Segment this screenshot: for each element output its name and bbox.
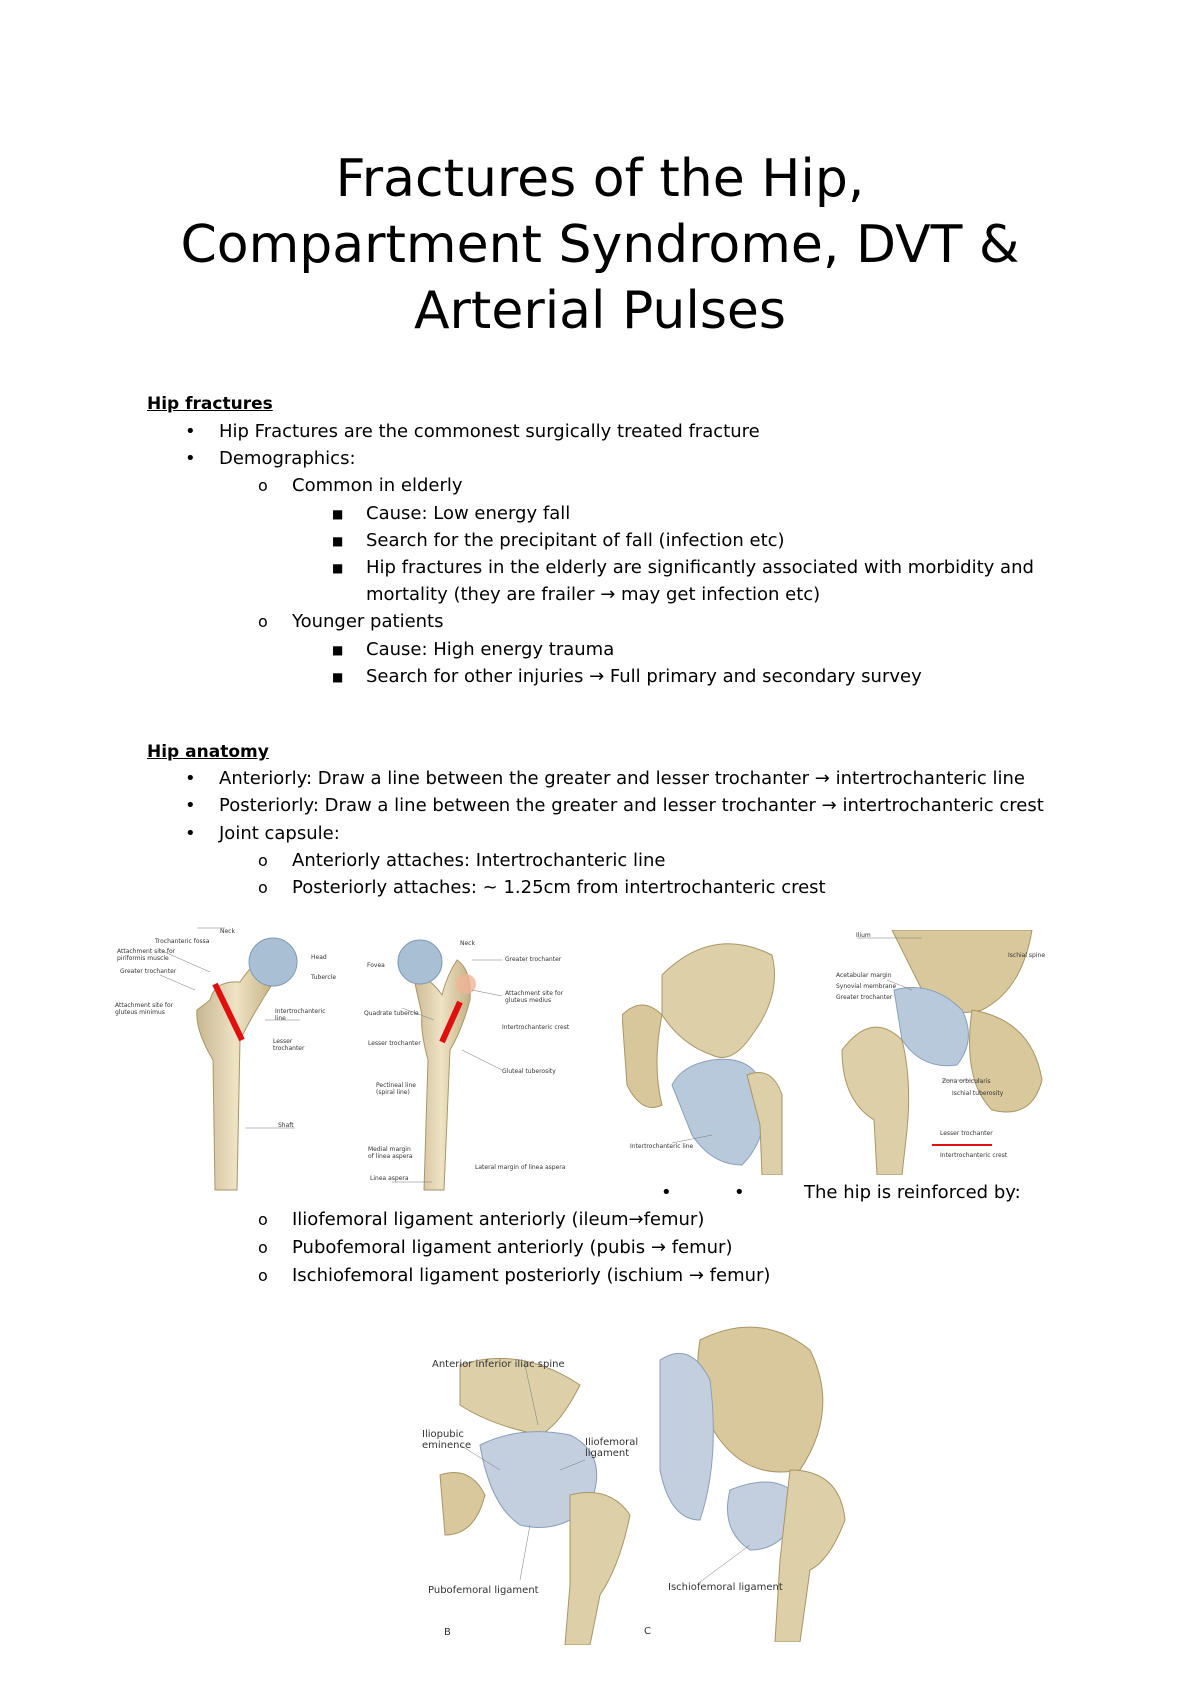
- section-heading-hip-fractures: Hip fractures: [147, 394, 273, 414]
- label-fovea: Fovea: [367, 962, 385, 969]
- femur-posterior-illustration: [392, 939, 503, 1191]
- list-item: Demographics:: [219, 448, 356, 469]
- list-item: Common in elderly: [292, 475, 463, 496]
- list-item: Cause: High energy trauma: [366, 639, 615, 660]
- list-item: Search for the precipitant of fall (infe…: [366, 530, 785, 551]
- bullet: ■: [332, 507, 344, 521]
- label-lateral-margin: Lateral margin of linea aspera: [475, 1164, 566, 1171]
- label-pubofemoral-ligament: Pubofemoral ligament: [428, 1585, 539, 1596]
- label-intertrochanteric-crest: Intertrochanteric crest: [940, 1152, 1008, 1159]
- label-pectineal-line: Pectineal line (spiral line): [376, 1082, 416, 1096]
- label-linea-aspera: Linea aspera: [370, 1175, 409, 1182]
- list-item: Posteriorly attaches: ~ 1.25cm from inte…: [292, 877, 826, 898]
- label-intertrochanteric-line: Intertrochanteric line: [630, 1143, 694, 1150]
- figure-hip-posterior: Ilium Ischial spine Acetabular margin Sy…: [832, 929, 1047, 1176]
- figure-ligaments-anterior: Anterior inferior iliac spine Iliopubic …: [420, 1345, 650, 1646]
- bullet: ■: [332, 670, 344, 684]
- label-gluteus-medius: Attachment site for gluteus medius: [505, 990, 564, 1004]
- list-item: Iliofemoral ligament anteriorly (ileum→f…: [292, 1209, 705, 1230]
- bullet: o: [258, 1238, 268, 1257]
- label-ischial-tuberosity: Ischial tuberosity: [952, 1090, 1004, 1097]
- list-item: Ischiofemoral ligament posteriorly (isch…: [292, 1265, 771, 1286]
- label-gluteus-minimus: Attachment site for gluteus minimus: [115, 1002, 174, 1016]
- label-greater-trochanter: Greater trochanter: [836, 994, 893, 1001]
- bullet: o: [258, 1266, 268, 1285]
- list-item: Search for other injuries → Full primary…: [366, 666, 922, 687]
- list-item: Cause: Low energy fall: [366, 503, 571, 524]
- bullet: •: [661, 1182, 672, 1203]
- bullet: •: [185, 768, 196, 789]
- section-heading-hip-anatomy: Hip anatomy: [147, 742, 269, 762]
- list-item: Hip fractures in the elderly are signifi…: [366, 557, 1034, 578]
- bullet: •: [185, 795, 196, 816]
- figure-letter-c: C: [644, 1626, 651, 1637]
- label-piriformis: Attachment site for piriformis muscle: [117, 948, 176, 962]
- label-greater-trochanter: Greater trochanter: [505, 956, 562, 963]
- label-medial-margin: Medial margin of linea aspera: [368, 1146, 413, 1160]
- label-lesser-trochanter: Lesser trochanter: [368, 1040, 421, 1047]
- label-gluteal-tuberosity: Gluteal tuberosity: [502, 1068, 556, 1075]
- list-item-continuation: mortality (they are frailer → may get in…: [366, 584, 821, 605]
- label-ischial-spine: Ischial spine: [1008, 952, 1046, 959]
- figure-femur-anterior: Neck Trochanteric fossa Attachment site …: [115, 920, 340, 1192]
- label-neck: Neck: [220, 928, 235, 935]
- title-line-3: Arterial Pulses: [413, 281, 787, 341]
- bullet: •: [185, 448, 196, 469]
- bullet: •: [185, 823, 196, 844]
- ligaments-anterior-illustration: [439, 1357, 631, 1646]
- figure-ligaments-posterior: Ischiofemoral ligament C: [640, 1320, 860, 1643]
- label-ischiofemoral-ligament: Ischiofemoral ligament: [668, 1582, 783, 1593]
- label-acetabular-margin: Acetabular margin: [836, 972, 892, 979]
- femur-anterior-illustration: [159, 927, 300, 1191]
- bullet: o: [258, 1210, 268, 1229]
- bullet: •: [734, 1182, 745, 1203]
- label-trochanteric-fossa: Trochanteric fossa: [155, 938, 210, 945]
- page-title: Fractures of the Hip, Compartment Syndro…: [0, 146, 1200, 344]
- title-line-2: Compartment Syndrome, DVT &: [180, 215, 1020, 275]
- bullet: o: [258, 612, 268, 631]
- label-iliopubic-eminence: Iliopubic eminence: [422, 1429, 472, 1451]
- label-ilium: Ilium: [856, 932, 871, 939]
- list-item: Posteriorly: Draw a line between the gre…: [219, 795, 1044, 816]
- label-intertrochanteric-line: Intertrochanteric line: [275, 1008, 326, 1022]
- label-intertrochanteric-crest: Intertrochanteric crest: [502, 1024, 570, 1031]
- list-item: Younger patients: [292, 611, 444, 632]
- title-line-1: Fractures of the Hip,: [335, 149, 865, 209]
- red-marker-line: [212, 982, 245, 1042]
- list-item: Pubofemoral ligament anteriorly (pubis →…: [292, 1237, 733, 1258]
- bullet: ■: [332, 643, 344, 657]
- label-quadrate-tubercle: Quadrate tubercle: [364, 1010, 419, 1017]
- label-head: Head: [311, 954, 327, 961]
- list-item: Anteriorly: Draw a line between the grea…: [219, 768, 1025, 789]
- figure-femur-posterior: Neck Fovea Greater trochanter Attachment…: [362, 920, 582, 1192]
- list-item: Anteriorly attaches: Intertrochanteric l…: [292, 850, 666, 871]
- label-lesser-trochanter: Lesser trochanter: [940, 1130, 993, 1137]
- label-synovial-membrane: Synovial membrane: [836, 983, 897, 990]
- label-aiis: Anterior inferior iliac spine: [432, 1359, 565, 1370]
- label-zona-orbicularis: Zona orbicularis: [942, 1078, 991, 1085]
- figure-letter-b: B: [444, 1627, 451, 1638]
- bullet: o: [258, 878, 268, 897]
- bullet: o: [258, 476, 268, 495]
- label-tubercle: Tubercle: [311, 974, 337, 981]
- figure-pelvis-capsule: Intertrochanteric line: [621, 935, 797, 1176]
- pelvis-capsule-illustration: [621, 943, 783, 1176]
- label-iliofemoral-ligament: Iliofemoral ligament: [585, 1437, 639, 1459]
- label-lesser-trochanter: Lesser trochanter: [273, 1038, 305, 1052]
- red-marker-line: [439, 1000, 463, 1044]
- list-item: Joint capsule:: [219, 823, 340, 844]
- bullet: o: [258, 851, 268, 870]
- list-item: The hip is reinforced by:: [804, 1182, 1021, 1203]
- bullet: •: [185, 421, 196, 442]
- ligaments-posterior-illustration: [659, 1326, 846, 1643]
- label-greater-trochanter: Greater trochanter: [120, 968, 177, 975]
- label-neck: Neck: [460, 940, 475, 947]
- list-item: Hip Fractures are the commonest surgical…: [219, 421, 760, 442]
- bullet: ■: [332, 561, 344, 575]
- label-shaft: Shaft: [278, 1122, 294, 1129]
- hip-posterior-illustration: [841, 929, 1043, 1176]
- bullet: ■: [332, 534, 344, 548]
